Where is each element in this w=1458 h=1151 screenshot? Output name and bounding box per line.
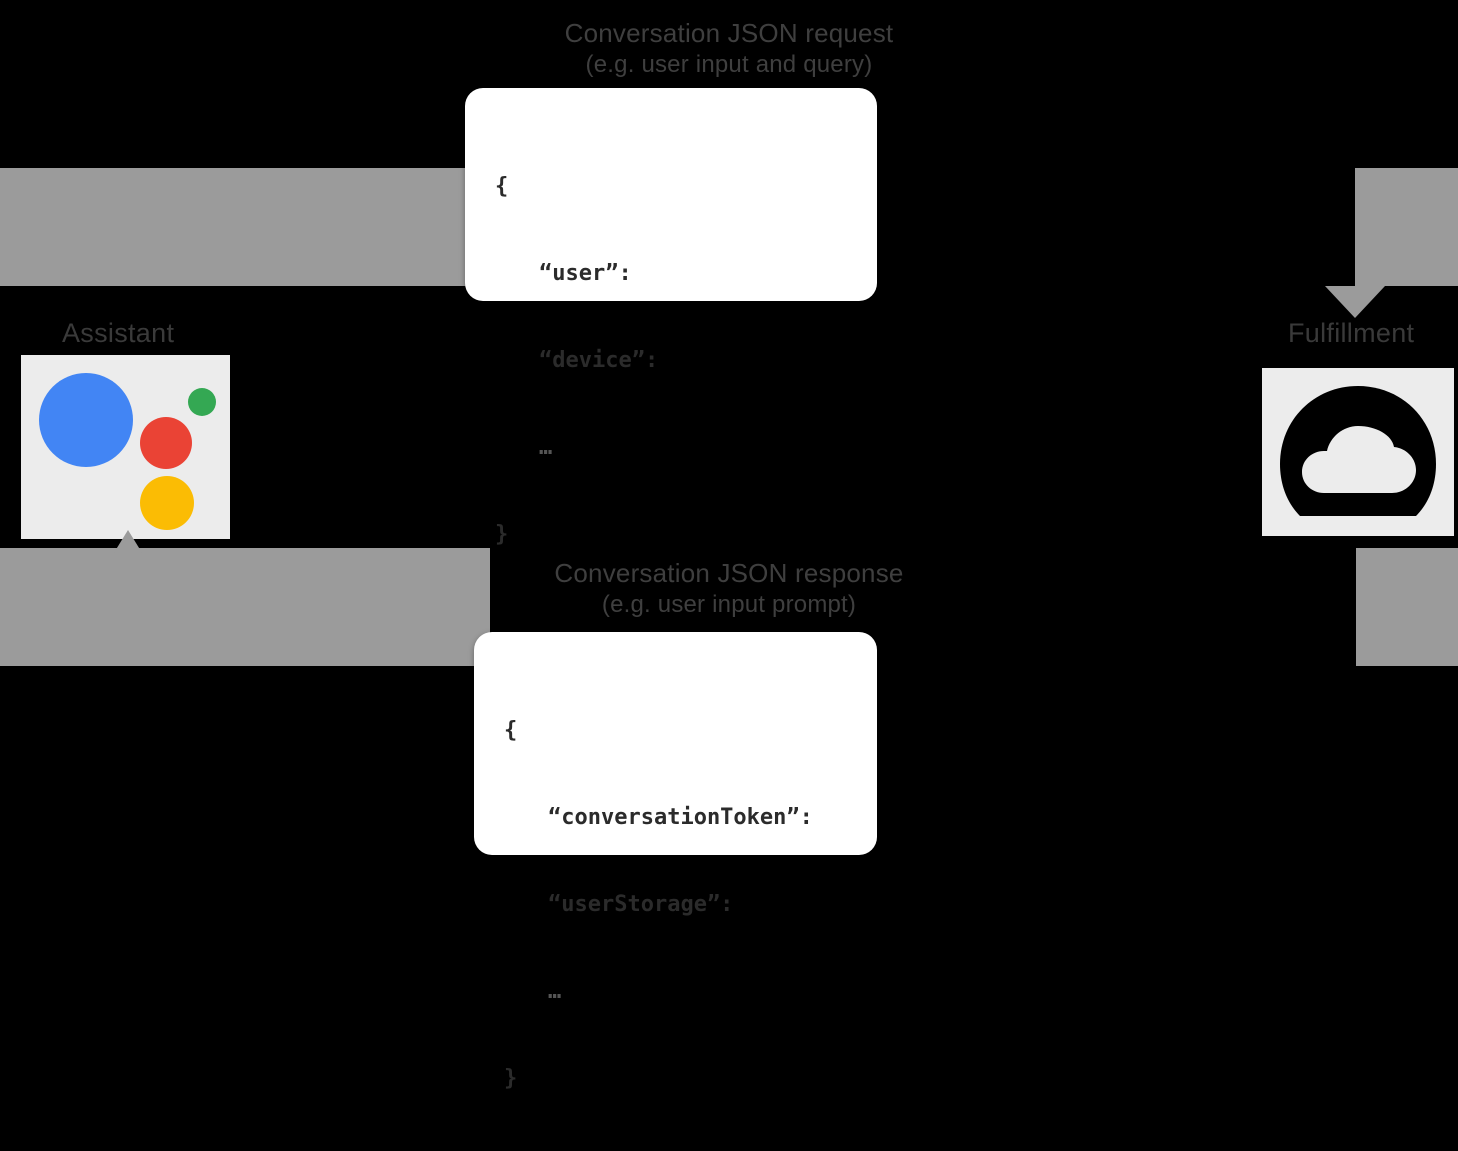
request-flow-band-left [0, 168, 490, 286]
response-flow-band-left [0, 548, 128, 666]
request-json-line-1: “user”: [539, 261, 632, 286]
request-flow-arrowhead [1325, 286, 1385, 318]
response-json-open: { [504, 718, 518, 743]
response-flow-band-tail [1356, 548, 1458, 666]
request-flow-caption: Conversation JSON request (e.g. user inp… [0, 18, 1458, 80]
request-json-card: { “user”: “device”: … } [465, 88, 877, 547]
assistant-logo-tile[interactable] [21, 355, 230, 539]
response-flow-band-mid [128, 548, 490, 666]
request-json-open: { [495, 174, 509, 199]
request-flow-band-tail [1355, 168, 1458, 286]
request-caption-line1: Conversation JSON request [564, 18, 894, 48]
request-json-ellipsis: … [539, 435, 554, 460]
request-caption-line2: (e.g. user input and query) [585, 51, 873, 78]
response-json-card: { “conversationToken”: “userStorage”: … … [474, 632, 877, 1091]
request-flow-band-right [945, 168, 1355, 286]
assistant-yellow-dot-icon [140, 476, 194, 530]
fulfillment-label: Fulfillment [1288, 318, 1415, 348]
cloud-icon [1280, 386, 1436, 516]
assistant-label: Assistant [62, 318, 175, 348]
assistant-blue-dot-icon [39, 373, 133, 467]
diagram-canvas: Conversation JSON request (e.g. user inp… [0, 18, 1458, 1091]
request-json-close: } [495, 522, 509, 547]
assistant-red-dot-icon [140, 417, 192, 469]
response-json-line-1: “conversationToken”: [548, 805, 813, 830]
response-flow-arrowhead [112, 530, 144, 556]
request-json-line-2: “device”: [539, 348, 659, 373]
response-json-ellipsis: … [548, 979, 563, 1004]
assistant-green-dot-icon [188, 388, 216, 416]
response-json-line-2: “userStorage”: [548, 892, 734, 917]
response-json-close: } [504, 1066, 518, 1091]
fulfillment-cloud-tile[interactable] [1262, 368, 1454, 536]
